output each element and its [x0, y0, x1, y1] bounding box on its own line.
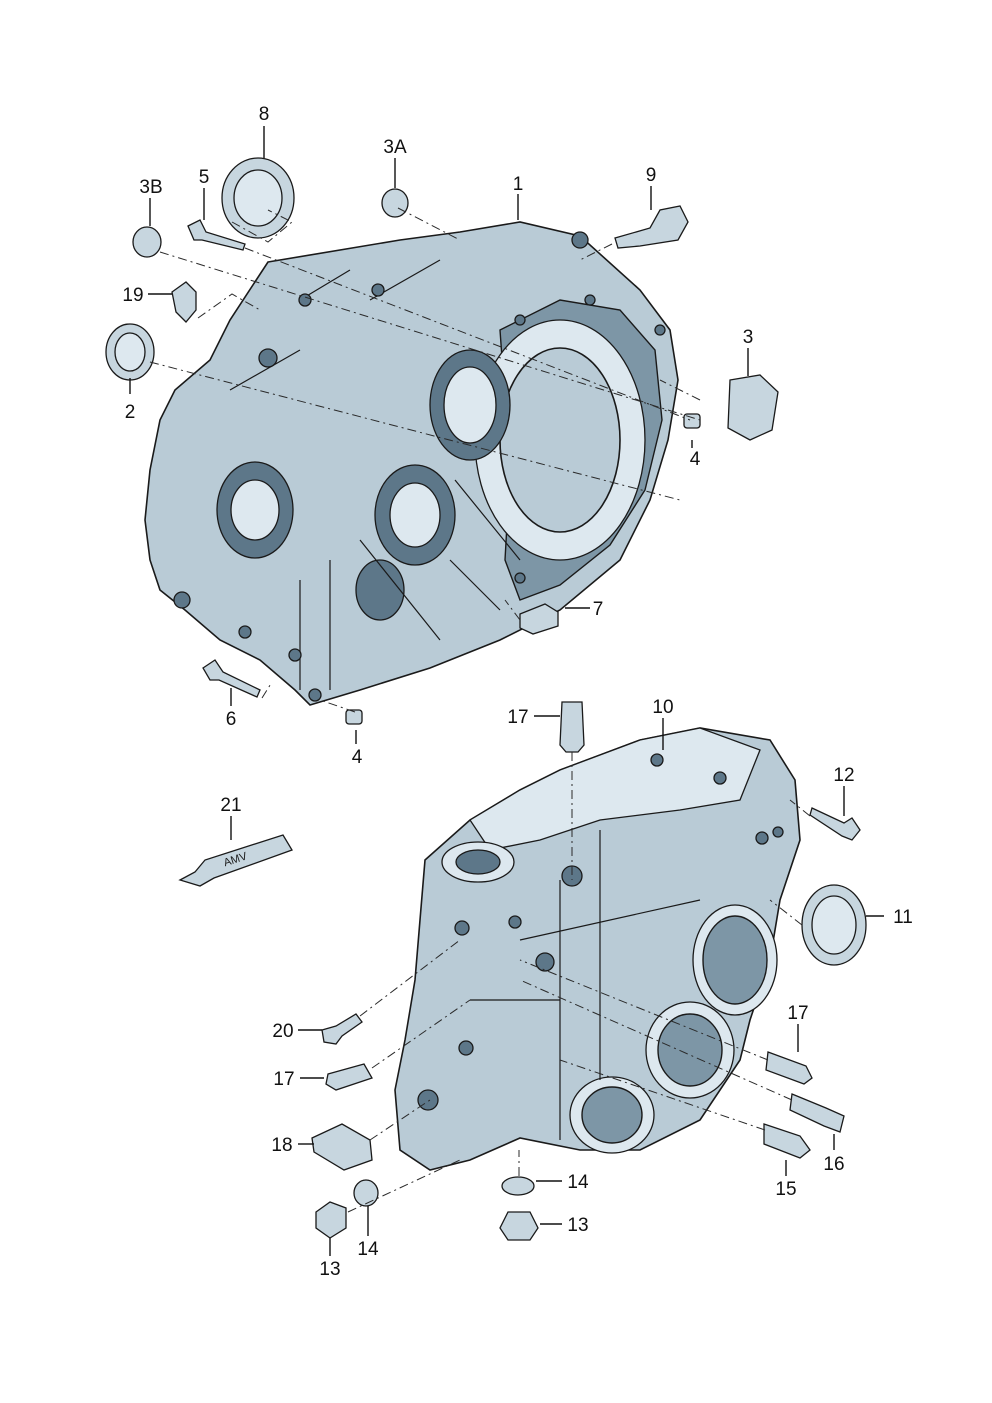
callout-10: 10: [652, 697, 673, 718]
callout-2: 2: [125, 402, 136, 423]
callout-8: 8: [259, 104, 270, 125]
callout-17-top: 17: [507, 707, 528, 728]
sealant-tube-21: [178, 834, 293, 887]
callout-3b: 3B: [139, 177, 162, 198]
callout-1: 1: [513, 174, 524, 195]
callout-15: 15: [775, 1179, 796, 1200]
callout-17-left: 17: [273, 1069, 294, 1090]
callout-3: 3: [743, 327, 754, 348]
washer-14-bottom: [501, 1176, 535, 1196]
callout-14-left: 14: [357, 1239, 379, 1260]
callout-4-upper: 4: [690, 449, 701, 470]
plug-17-top: [559, 701, 585, 753]
callout-6: 6: [226, 709, 237, 730]
callout-5: 5: [199, 167, 210, 188]
parts: AMV: [105, 157, 867, 1241]
callout-16: 16: [823, 1154, 844, 1175]
plug-17-left: [325, 1063, 373, 1091]
plug-17-right: [765, 1051, 813, 1085]
bolt-5: [187, 219, 246, 251]
breather-19: [171, 281, 197, 323]
sensor-9: [614, 205, 689, 249]
callout-21: 21: [220, 795, 241, 816]
bolt-20: [321, 1013, 363, 1045]
callout-19: 19: [122, 285, 143, 306]
callout-20: 20: [272, 1021, 293, 1042]
switch-15: [763, 1123, 811, 1159]
flange-18: [311, 1123, 373, 1171]
switch-16: [789, 1093, 845, 1133]
callout-13-left: 13: [319, 1259, 340, 1280]
callout-3a: 3A: [383, 137, 407, 158]
callout-7: 7: [593, 599, 604, 620]
callout-9: 9: [646, 165, 657, 186]
bush-3b: [132, 226, 162, 258]
bolt-12: [809, 807, 861, 841]
plug-13-bottom: [499, 1211, 539, 1241]
cage-3: [727, 374, 779, 441]
bolt-6: [202, 659, 261, 698]
washer-14-left: [353, 1179, 379, 1207]
callout-4-lower: 4: [352, 747, 363, 768]
dowel-4a: [683, 413, 701, 429]
gearbox-housing: [394, 727, 801, 1171]
plug-13-left: [315, 1201, 347, 1239]
callout-12: 12: [833, 765, 854, 786]
callout-13-bottom: 13: [567, 1215, 588, 1236]
construction-lines: [149, 207, 811, 1213]
bush-3a: [381, 188, 409, 218]
leader-lines: [129, 126, 884, 1256]
clutch-housing: [144, 221, 679, 706]
callout-14-bottom: 14: [567, 1172, 589, 1193]
callout-17-right: 17: [787, 1003, 808, 1024]
dowel-4b: [345, 709, 363, 725]
block-7: [519, 603, 559, 635]
callout-labels: 1 2 3 3A 3B 4 4 5 6 7 8 9 10 11 12 13 13…: [122, 104, 912, 1280]
callout-11: 11: [893, 907, 913, 928]
callout-18: 18: [271, 1135, 292, 1156]
